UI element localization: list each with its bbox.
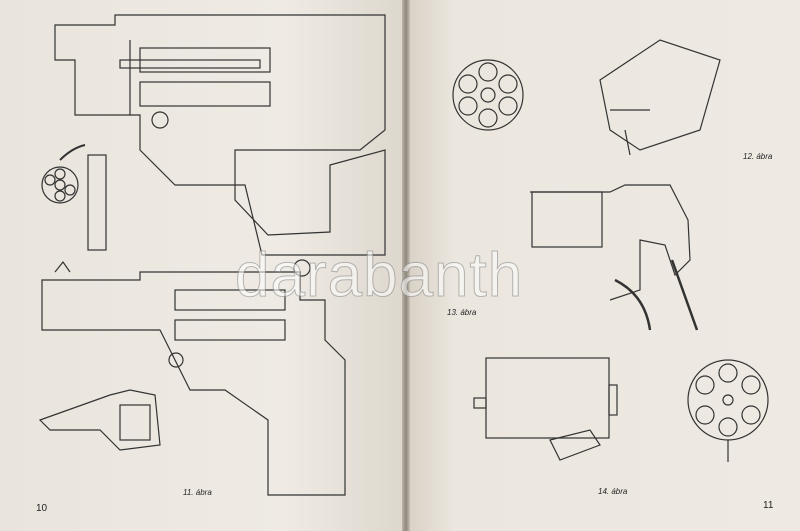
left-page (0, 0, 405, 531)
pistol-drawing-top (54, 14, 386, 256)
cylinder-side-view-14 (473, 357, 618, 461)
cylinder-assembly-12 (599, 39, 721, 156)
cylinder-front-view-12 (452, 59, 524, 131)
mechanism-drawing-13 (530, 184, 699, 331)
right-page (407, 0, 800, 531)
watermark: darabanth (234, 241, 524, 311)
caption-figure-11: 11. ábra (183, 488, 212, 497)
small-revolver-sketch (38, 389, 161, 451)
pistol-drawing-bottom (41, 259, 346, 496)
cylinder-front-view-14 (687, 359, 769, 462)
caption-figure-12: 12. ábra (743, 152, 773, 161)
book-gutter (402, 0, 410, 531)
page-number-right: 11 (763, 500, 774, 511)
caption-figure-13: 13. ábra (447, 308, 477, 317)
caption-figure-14: 14. ábra (598, 487, 628, 496)
page-number-left: 10 (36, 503, 48, 514)
small-cylinder-left (41, 144, 107, 251)
